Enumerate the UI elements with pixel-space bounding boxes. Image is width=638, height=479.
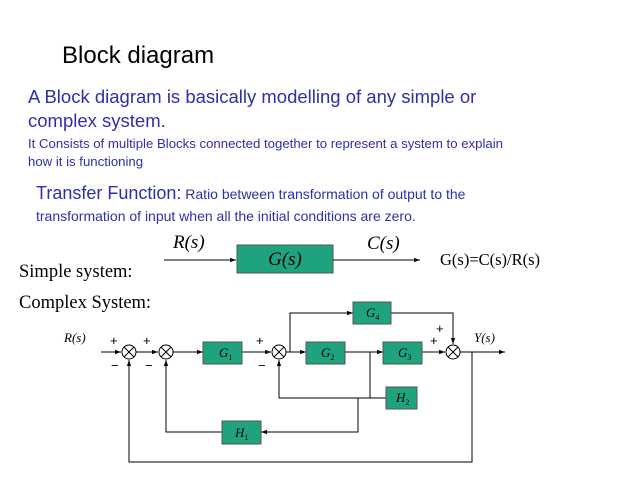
complex-system-label: Complex System: — [19, 293, 152, 313]
h1-feedback-path — [163, 360, 222, 433]
simple-input-label: R(s) — [172, 232, 205, 253]
transfer-function-term: Transfer Function: — [36, 183, 182, 203]
sum2-plus-sign: + — [143, 333, 151, 348]
g4-forward-path-in — [289, 310, 353, 352]
sum4-plus-sign-top: + — [436, 321, 444, 336]
transfer-function-definition: Ratio between transformation of output t… — [181, 186, 466, 202]
complex-output-label: Y(s) — [474, 330, 495, 345]
complex-system-diagram — [101, 301, 505, 463]
slide-title: Block diagram — [62, 42, 215, 69]
simple-output-label: C(s) — [367, 233, 400, 254]
h2-label: H2 — [395, 390, 409, 407]
g1-block — [202, 341, 243, 365]
g2-block — [305, 341, 346, 365]
transfer-equation: G(s)=C(s)/R(s) — [440, 250, 540, 269]
transfer-function-line-1: Transfer Function: Ratio between transfo… — [36, 183, 465, 204]
g3-label: G3 — [398, 345, 411, 362]
complex-input-label: R(s) — [63, 330, 86, 345]
h2-block — [385, 386, 418, 410]
unity-feedback-path — [126, 352, 473, 463]
h1-label: H1 — [234, 425, 248, 442]
summing-junction-2 — [158, 344, 174, 360]
h1-input-path — [261, 398, 359, 435]
sum1-minus-sign: − — [111, 358, 119, 373]
h1-block — [221, 420, 262, 445]
g3-block — [382, 341, 423, 365]
summing-junction-3 — [271, 344, 287, 360]
g4-block — [352, 301, 392, 325]
summing-junction-1 — [121, 344, 137, 360]
sum3-plus-sign: + — [256, 333, 264, 348]
g1-label: G1 — [219, 345, 232, 362]
simple-g-block — [236, 244, 334, 274]
simple-g-label: G(s) — [268, 249, 302, 270]
sum2-minus-sign: − — [145, 358, 153, 373]
h2-feedback-path — [276, 360, 386, 399]
detail-text-line-1: It Consists of multiple Blocks connected… — [28, 136, 503, 151]
g2-label: G2 — [321, 345, 334, 362]
intro-text-line-2: complex system. — [28, 110, 166, 131]
detail-text-line-2: how it is functioning — [28, 154, 144, 169]
simple-system-diagram: R(s) G(s) C(s) G(s)=C(s)/R(s) — [164, 232, 540, 274]
g4-label: G4 — [366, 305, 379, 322]
transfer-function-line-2: transformation of input when all the ini… — [36, 208, 416, 224]
sum4-plus-sign-left: + — [430, 333, 438, 348]
g4-forward-path-out — [391, 312, 456, 344]
sum3-minus-sign: − — [258, 358, 266, 373]
simple-system-label: Simple system: — [19, 262, 133, 282]
sum1-plus-sign: + — [110, 333, 118, 348]
intro-text-line-1: A Block diagram is basically modelling o… — [28, 86, 477, 107]
summing-junction-4 — [445, 344, 461, 360]
